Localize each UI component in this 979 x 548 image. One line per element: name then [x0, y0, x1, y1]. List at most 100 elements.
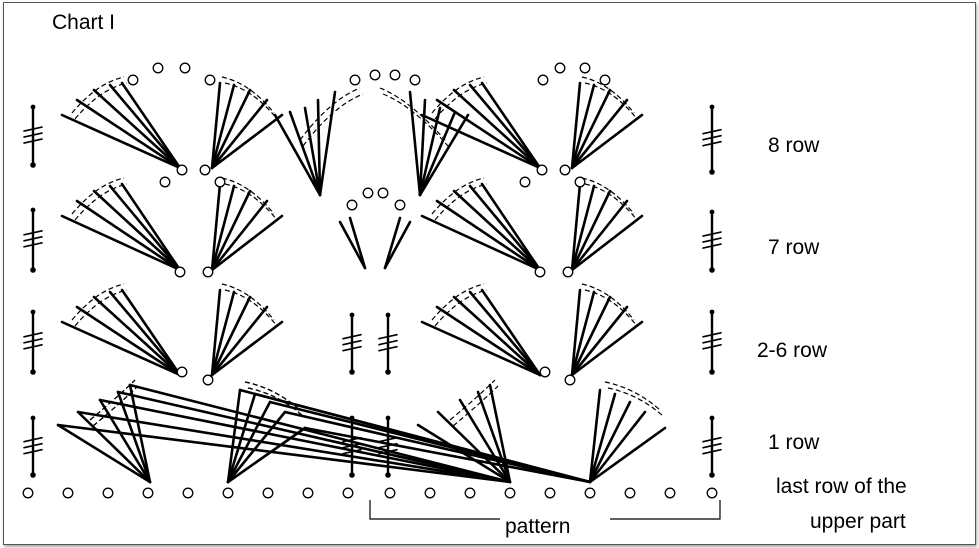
chain-stitch [664, 487, 676, 499]
stitch-bar-arc [92, 385, 139, 427]
chain-stitch [346, 199, 358, 211]
fan-stitch [420, 320, 542, 377]
stitch-crossbar [378, 339, 398, 346]
fan-stitch [588, 392, 617, 484]
fan-stitch [60, 320, 182, 377]
fan-stitch [570, 288, 582, 377]
foundation-label-line2: upper part [810, 510, 906, 533]
stitch-base-dot [709, 472, 715, 478]
stitch-crossbar [23, 132, 43, 138]
fan-stitch [570, 184, 596, 272]
chain-stitch [389, 69, 401, 81]
stitch-crossbar [702, 231, 722, 237]
chain-stitch [534, 266, 546, 278]
row-label-8: 8 row [768, 134, 820, 157]
chain-stitch [176, 366, 188, 378]
chain-stitch [302, 487, 314, 499]
stitch-bar-arc [581, 283, 635, 321]
fan-stitch [108, 290, 182, 377]
row-label-2-6: 2-6 row [757, 339, 828, 362]
fan-stitch [75, 305, 182, 377]
fan-stitch [452, 189, 542, 272]
fan-stitch [210, 189, 252, 272]
fan-stitch [435, 98, 542, 170]
stitch-base-dot [30, 369, 36, 375]
chain-stitch [369, 69, 381, 81]
fan-stitch [468, 83, 542, 170]
stitch-bar-arc [584, 183, 638, 221]
fan-stitch [570, 182, 582, 272]
stitch-crossbar [23, 230, 43, 236]
fan-stitch [210, 98, 269, 170]
fan-stitch [210, 305, 269, 377]
fan-stitch [116, 390, 152, 484]
fan-stitch [108, 83, 182, 170]
fan-stitch [383, 220, 412, 270]
stitch-crossbar [342, 345, 362, 352]
chain-stitch [539, 366, 551, 378]
stitch-crossbar [702, 237, 722, 243]
fan-stitch [418, 98, 427, 197]
stitch-crossbar [23, 436, 43, 443]
stitch-bar-arc [382, 93, 449, 147]
fan-stitch [75, 199, 182, 272]
stitch-top-dot [30, 104, 36, 110]
stitch-base-dot [709, 369, 715, 375]
fan-stitch [210, 83, 236, 170]
fan-stitch [92, 295, 182, 377]
stitch-crossbar [342, 333, 362, 340]
stitch-bar-arc [247, 387, 304, 417]
stitch-bar-arc [221, 283, 275, 321]
chain-stitch [384, 487, 396, 499]
chain-stitch [22, 487, 34, 499]
stitch-bar-arc [431, 177, 485, 215]
chain-stitch [377, 187, 389, 199]
chain-stitch [102, 487, 114, 499]
fan-stitch [570, 189, 612, 272]
fan-stitch [128, 383, 512, 484]
stitch-bar-arc [221, 76, 275, 114]
stitch-base-dot [30, 162, 36, 168]
stitch-bar-arc [71, 283, 125, 321]
stitch-bar-arc [299, 87, 361, 141]
stitch-top-dot [349, 312, 355, 318]
chain-stitch [544, 487, 556, 499]
stitch-crossbar [378, 345, 398, 352]
stitch-bar-arc [224, 82, 278, 120]
stitch-bar-arc [431, 76, 485, 114]
stitch-crossbar [23, 442, 43, 449]
fan-stitch [452, 88, 542, 170]
stitch-top-dot [709, 209, 715, 215]
fan-stitch [56, 423, 512, 484]
chain-stitch [574, 176, 586, 188]
fan-stitch [226, 426, 307, 484]
stitch-bar-arc [244, 381, 301, 411]
chain-stitch [202, 266, 214, 278]
stitch-bar-arc [224, 183, 278, 221]
fan-stitch [273, 113, 322, 197]
row-label-7: 7 row [768, 236, 820, 259]
stitch-base-dot [349, 369, 355, 375]
chain-stitch [342, 487, 354, 499]
stitch-top-dot [709, 104, 715, 110]
fan-stitch [436, 410, 512, 484]
fan-stitch [588, 388, 602, 484]
fan-stitch [226, 410, 287, 484]
fan-stitch [210, 113, 284, 170]
fan-stitch [570, 81, 582, 170]
stitch-bar-arc [581, 177, 635, 215]
fan-stitch [98, 398, 512, 484]
fan-stitch [75, 98, 182, 170]
stitch-bar-arc [71, 76, 125, 114]
stitch-crossbar [702, 442, 722, 449]
fan-stitch [420, 214, 542, 272]
fan-stitch [570, 214, 644, 272]
chain-stitch [174, 266, 186, 278]
stitch-base-dot [385, 472, 391, 478]
fan-stitch [480, 81, 542, 170]
chain-stitch [176, 164, 188, 176]
fan-stitch [283, 410, 592, 484]
row-label-1: 1 row [768, 431, 820, 454]
chain-stitch [579, 62, 591, 74]
fan-stitch [318, 90, 337, 197]
